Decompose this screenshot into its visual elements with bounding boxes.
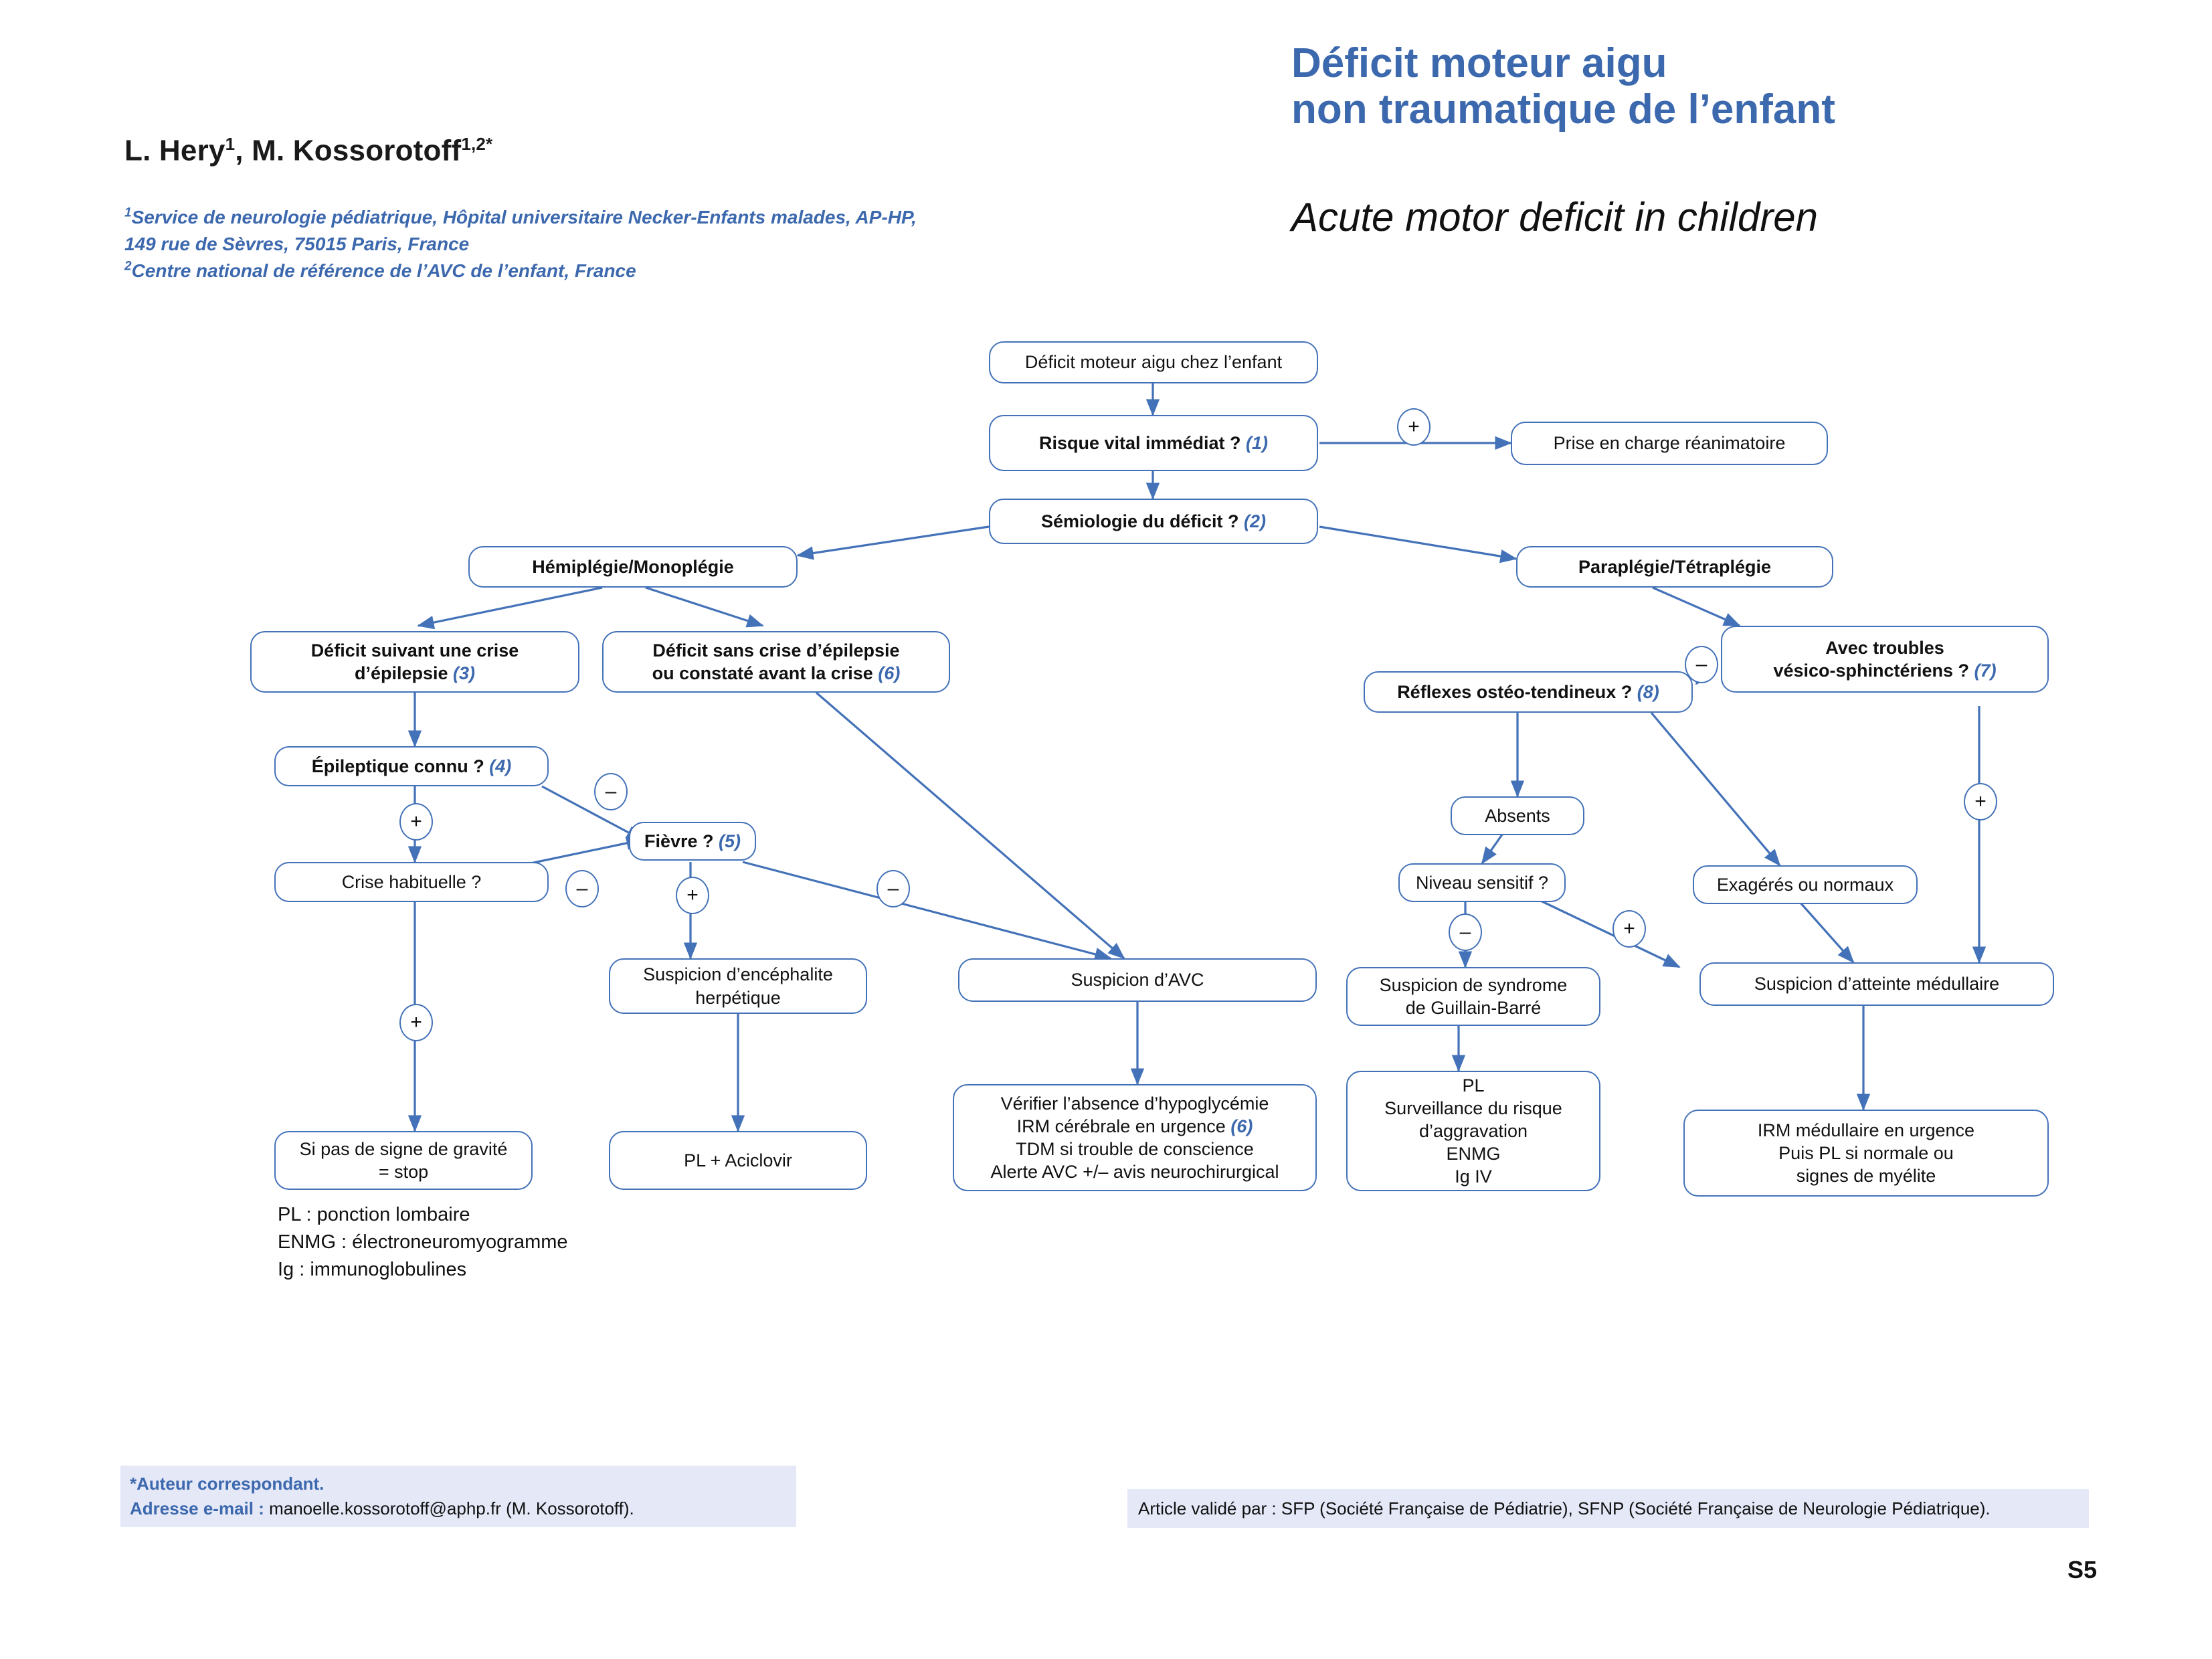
sign-minus-niveau-sensitif: – <box>1449 913 1482 951</box>
page-title-french: Déficit moteur aigu non traumatique de l… <box>1291 40 1835 133</box>
sign-plus-fievre: + <box>676 877 709 914</box>
sign-plus-epileptique-connu: + <box>399 803 433 841</box>
author-sup-1: 1 <box>225 134 236 154</box>
node-absents[interactable]: Absents <box>1451 796 1584 835</box>
node-suspicion-atteinte-medullaire[interactable]: Suspicion d’atteinte médullaire <box>1699 962 2054 1006</box>
legend-line: Ig : immunoglobulines <box>278 1259 467 1281</box>
author-sup-2: 1,2* <box>461 134 493 154</box>
node-deficit-moteur-aigu[interactable]: Déficit moteur aigu chez l’enfant <box>989 341 1318 383</box>
sign-plus-risque-vital: + <box>1397 408 1431 446</box>
node-niveau-sensitif[interactable]: Niveau sensitif ? <box>1398 863 1566 902</box>
sign-plus-crise-habituelle-stop: + <box>399 1004 433 1041</box>
email-line: Adresse e-mail : manoelle.kossorotoff@ap… <box>130 1498 634 1519</box>
node-hemiplegie-monoplegie[interactable]: Hémiplégie/Monoplégie <box>468 546 798 588</box>
node-paraplegie-tetraplegie[interactable]: Paraplégie/Tétraplégie <box>1516 546 1833 588</box>
affiliation-line-2: 149 rue de Sèvres, 75015 Paris, France <box>124 233 470 254</box>
node-prise-en-charge-reanimatoire[interactable]: Prise en charge réanimatoire <box>1511 422 1828 465</box>
author-names-part1: L. Hery <box>124 134 225 167</box>
page-number: S5 <box>2067 1556 2098 1583</box>
node-risque-vital-immediat[interactable]: Risque vital immédiat ? (1) <box>989 415 1318 471</box>
node-exageres-ou-normaux[interactable]: Exagérés ou normaux <box>1693 865 1918 904</box>
legend-line: PL : ponction lombaire <box>278 1204 470 1225</box>
affiliation-1-text: Service de neurologie pédiatrique, Hôpit… <box>131 207 917 228</box>
node-si-pas-de-signe-de-gravite[interactable]: Si pas de signe de gravité= stop <box>274 1131 533 1190</box>
affiliation-line-1: 1Service de neurologie pédiatrique, Hôpi… <box>124 204 917 231</box>
sign-minus-epileptique-connu: – <box>594 773 628 810</box>
validation-box: Article validé par : SFP (Société França… <box>1127 1489 2089 1528</box>
sign-minus-troubles-vesico: – <box>1685 646 1718 683</box>
node-crise-habituelle[interactable]: Crise habituelle ? <box>274 862 549 902</box>
page-title-english: Acute motor deficit in children <box>1291 195 1819 240</box>
corresponding-author-box: *Auteur correspondant. Adresse e-mail : … <box>120 1466 796 1527</box>
author-names-part2: , M. Kossorotoff <box>235 134 462 167</box>
node-semiologie-du-deficit[interactable]: Sémiologie du déficit ? (2) <box>989 499 1318 544</box>
corresponding-author-note: *Auteur correspondant. <box>130 1474 325 1494</box>
affiliation-2-text: Centre national de référence de l’AVC de… <box>131 260 636 281</box>
author-list: L. Hery1, M. Kossorotoff1,2* <box>124 134 492 168</box>
sign-plus-troubles-vesico: + <box>1964 783 1997 820</box>
email-value[interactable]: manoelle.kossorotoff@aphp.fr (M. Kossoro… <box>264 1498 634 1518</box>
affiliation-line-3: 2Centre national de référence de l’AVC d… <box>124 258 917 284</box>
sign-plus-niveau-sensitif: + <box>1612 910 1646 948</box>
sign-minus-fievre: – <box>877 870 910 907</box>
legend-line: ENMG : électroneuromyogramme <box>278 1231 568 1253</box>
sign-minus-crise-habituelle: – <box>565 870 599 907</box>
node-fievre[interactable]: Fièvre ? (5) <box>629 822 756 861</box>
affiliation-sup-2: 2 <box>124 259 132 274</box>
node-epileptique-connu[interactable]: Épileptique connu ? (4) <box>274 746 549 786</box>
node-reflexes-osteo-tendineux[interactable]: Réflexes ostéo-tendineux ? (8) <box>1364 671 1693 713</box>
title-fr-line-2: non traumatique de l’enfant <box>1291 86 1835 133</box>
email-label: Adresse e-mail : <box>130 1498 264 1518</box>
affiliation-sup-1: 1 <box>124 205 132 220</box>
affiliations: 1Service de neurologie pédiatrique, Hôpi… <box>124 204 917 284</box>
node-pl-aciclovir[interactable]: PL + Aciclovir <box>609 1131 867 1190</box>
node-suspicion-avc[interactable]: Suspicion d’AVC <box>958 958 1317 1002</box>
title-fr-line-1: Déficit moteur aigu <box>1291 40 1667 86</box>
